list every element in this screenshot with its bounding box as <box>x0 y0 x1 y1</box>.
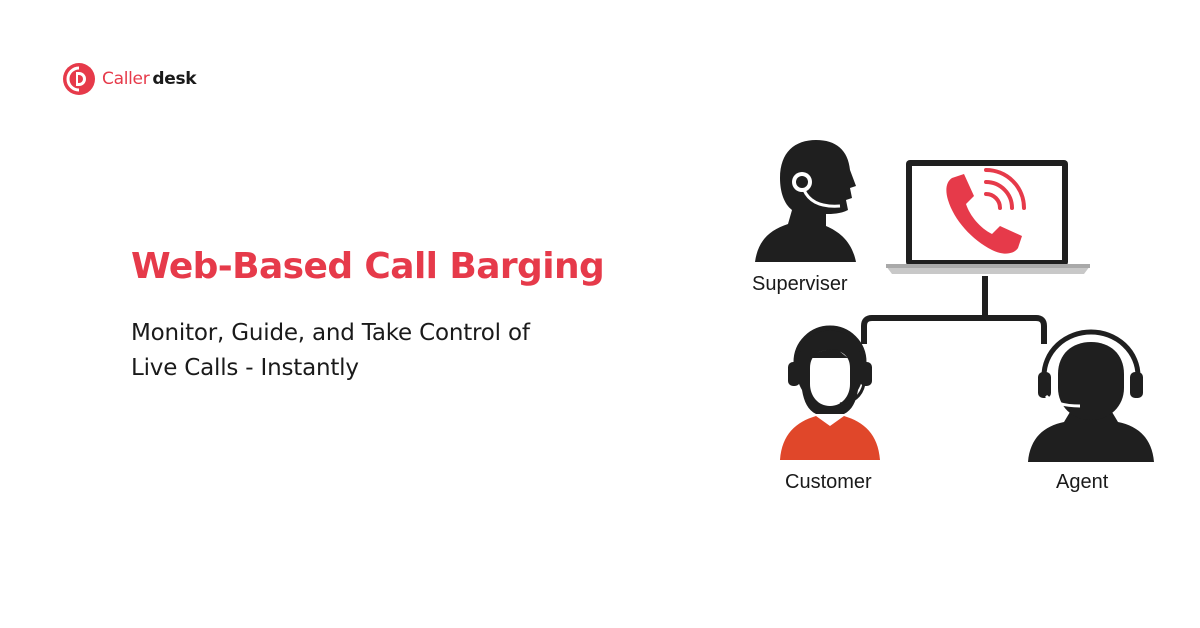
subtitle-line-1: Monitor, Guide, and Take Control of <box>131 320 530 346</box>
customer-icon <box>780 325 880 460</box>
role-label-supervisor: Superviser <box>752 273 848 295</box>
page-subtitle: Monitor, Guide, and Take Control of Live… <box>131 316 631 386</box>
role-label-agent: Agent <box>1056 471 1109 493</box>
brand-name-desk: desk <box>152 69 197 89</box>
call-barging-illustration: Superviser Customer Agent <box>740 130 1170 510</box>
phone-call-icon <box>946 168 1026 254</box>
role-label-customer: Customer <box>785 471 872 493</box>
brand-name-caller: Caller <box>102 69 150 89</box>
page-title: Web-Based Call Barging <box>131 246 605 287</box>
supervisor-icon <box>755 140 856 262</box>
subtitle-line-2: Live Calls - Instantly <box>131 355 359 381</box>
callerdesk-logo-icon <box>63 63 95 95</box>
connector-lines <box>861 276 1047 344</box>
laptop-icon <box>886 160 1090 274</box>
illustration-graphic <box>755 140 1154 462</box>
agent-icon <box>1028 329 1154 462</box>
